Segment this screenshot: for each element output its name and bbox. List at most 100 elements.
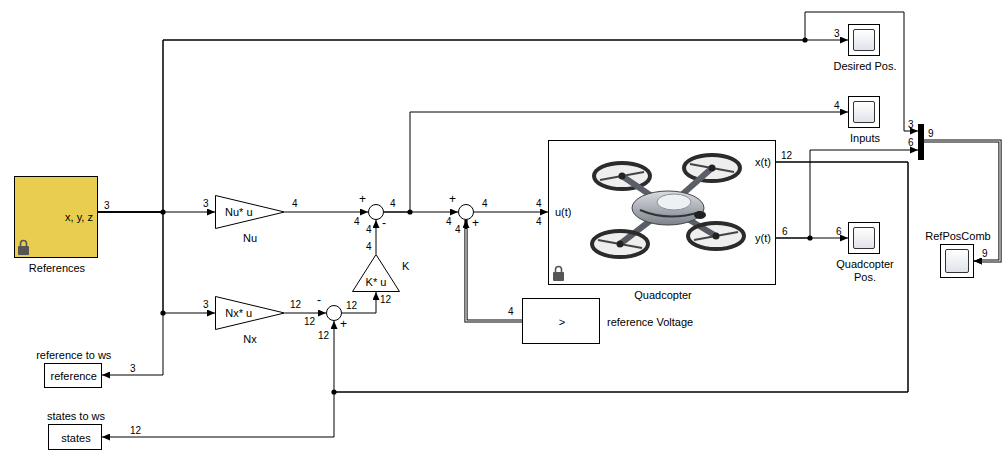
block-text: x, y, z (65, 211, 93, 224)
sum-sign: + (449, 193, 456, 207)
gain-block: Nu* uNu (215, 195, 285, 229)
signal-path (776, 141, 1000, 261)
propeller (690, 164, 734, 172)
signal-dimension: 4 (354, 216, 360, 228)
signal-dimension: 4 (390, 198, 396, 210)
rotor-hub (713, 233, 720, 240)
signal-dimension: 12 (304, 316, 315, 328)
block-text: > (559, 316, 565, 329)
signal-line (334, 162, 908, 392)
signal-line (102, 162, 908, 437)
signal-line (376, 220, 377, 254)
signal-dimension: 4 (834, 100, 840, 112)
block-label: Quadcopter Pos. (832, 258, 898, 283)
junction-dot (807, 235, 812, 240)
mux-bar (918, 124, 924, 160)
signal-dimension: 4 (536, 216, 542, 228)
signal-path (98, 40, 848, 212)
source-fill (15, 177, 98, 258)
signal-dimension: 12 (380, 294, 391, 306)
block-label: Nx (243, 333, 256, 346)
signal-dimension: 3 (104, 200, 110, 212)
rotor-hub (709, 165, 716, 172)
block-label: reference to ws (36, 349, 111, 362)
signal-line (474, 212, 548, 213)
camera (694, 211, 706, 219)
signal-dimension: 6 (836, 226, 842, 238)
scope-screen (853, 29, 875, 51)
signal-line (98, 12, 1000, 261)
block-label: Quadcopter (634, 289, 691, 302)
scope-block: Quadcopter Pos. (848, 222, 880, 254)
bus-line (924, 141, 1000, 261)
hull (632, 191, 704, 225)
bus-line-core (924, 141, 1000, 261)
block-label: Nu (243, 232, 257, 245)
signal-dimension: 6 (782, 226, 788, 238)
propeller (600, 172, 644, 180)
port-label: x(t) (755, 156, 771, 169)
junction-dot (331, 389, 336, 394)
sum-sign: - (317, 294, 321, 308)
signal-path (285, 212, 368, 213)
sum-sign: - (382, 217, 386, 231)
source-block: x, y, zReferences (14, 176, 98, 258)
rotor-hub (619, 173, 626, 180)
signal-dimension: 12 (781, 150, 792, 162)
signal-dimension: 9 (982, 248, 988, 260)
subsystem-block: u(t)x(t)y(t)Quadcopter (548, 140, 776, 285)
port-label: y(t) (755, 232, 771, 245)
scope-screen (853, 101, 875, 123)
lock-icon (553, 267, 564, 282)
block-text: K* u (366, 276, 387, 289)
block-text: Nu* u (225, 206, 253, 219)
signal-dimension: 3 (908, 119, 914, 131)
signal-dimension: 3 (203, 198, 209, 210)
block-text: states (61, 432, 90, 445)
signal-path (285, 313, 326, 314)
block-label: Desired Pos. (834, 60, 897, 73)
signal-path (102, 162, 908, 437)
signal-dimension: 4 (366, 241, 372, 253)
gain-block: Nx* uNx (215, 296, 285, 330)
signal-dimension: 12 (130, 425, 141, 437)
block-outline (326, 305, 342, 321)
bus-line (466, 220, 522, 321)
signal-dimension: 3 (834, 28, 840, 40)
gain-block: K* uK (352, 254, 400, 292)
scope-block: Desired Pos. (848, 24, 880, 56)
lock-body (18, 246, 29, 255)
signal-dimension: 4 (292, 198, 298, 210)
propeller (694, 232, 738, 240)
bus-line-core (466, 229, 522, 321)
canopy (657, 194, 691, 210)
signal-dimension: 4 (508, 306, 514, 318)
rotor-guard (688, 223, 744, 249)
hull-stripe (640, 210, 700, 217)
junction-dot (160, 209, 165, 214)
signal-line (98, 212, 215, 313)
signal-line (342, 292, 376, 313)
scope-block: RefPosComb (940, 244, 974, 278)
constant-block: >reference Voltage (522, 298, 600, 344)
signal-dimension: 4 (446, 216, 452, 228)
gain-triangle (216, 196, 285, 229)
signal-path (474, 212, 548, 213)
scope-screen (945, 249, 969, 273)
signal-dimension: 6 (908, 137, 914, 149)
block-label: reference Voltage (607, 316, 693, 329)
rotor-hub (617, 241, 624, 248)
signal-dimension: 9 (928, 128, 934, 140)
scope-screen (853, 227, 875, 249)
junction-dot (160, 310, 165, 315)
block-outline (368, 204, 384, 220)
signal-line (466, 220, 522, 321)
workspace-block: reference to wsreference (44, 363, 102, 388)
block-label: Inputs (850, 132, 880, 145)
signal-dimension: 12 (318, 330, 329, 342)
signal-dimension: 12 (346, 300, 357, 312)
propeller (598, 240, 642, 248)
sum-circle (327, 306, 342, 321)
gain-triangle (353, 255, 400, 292)
